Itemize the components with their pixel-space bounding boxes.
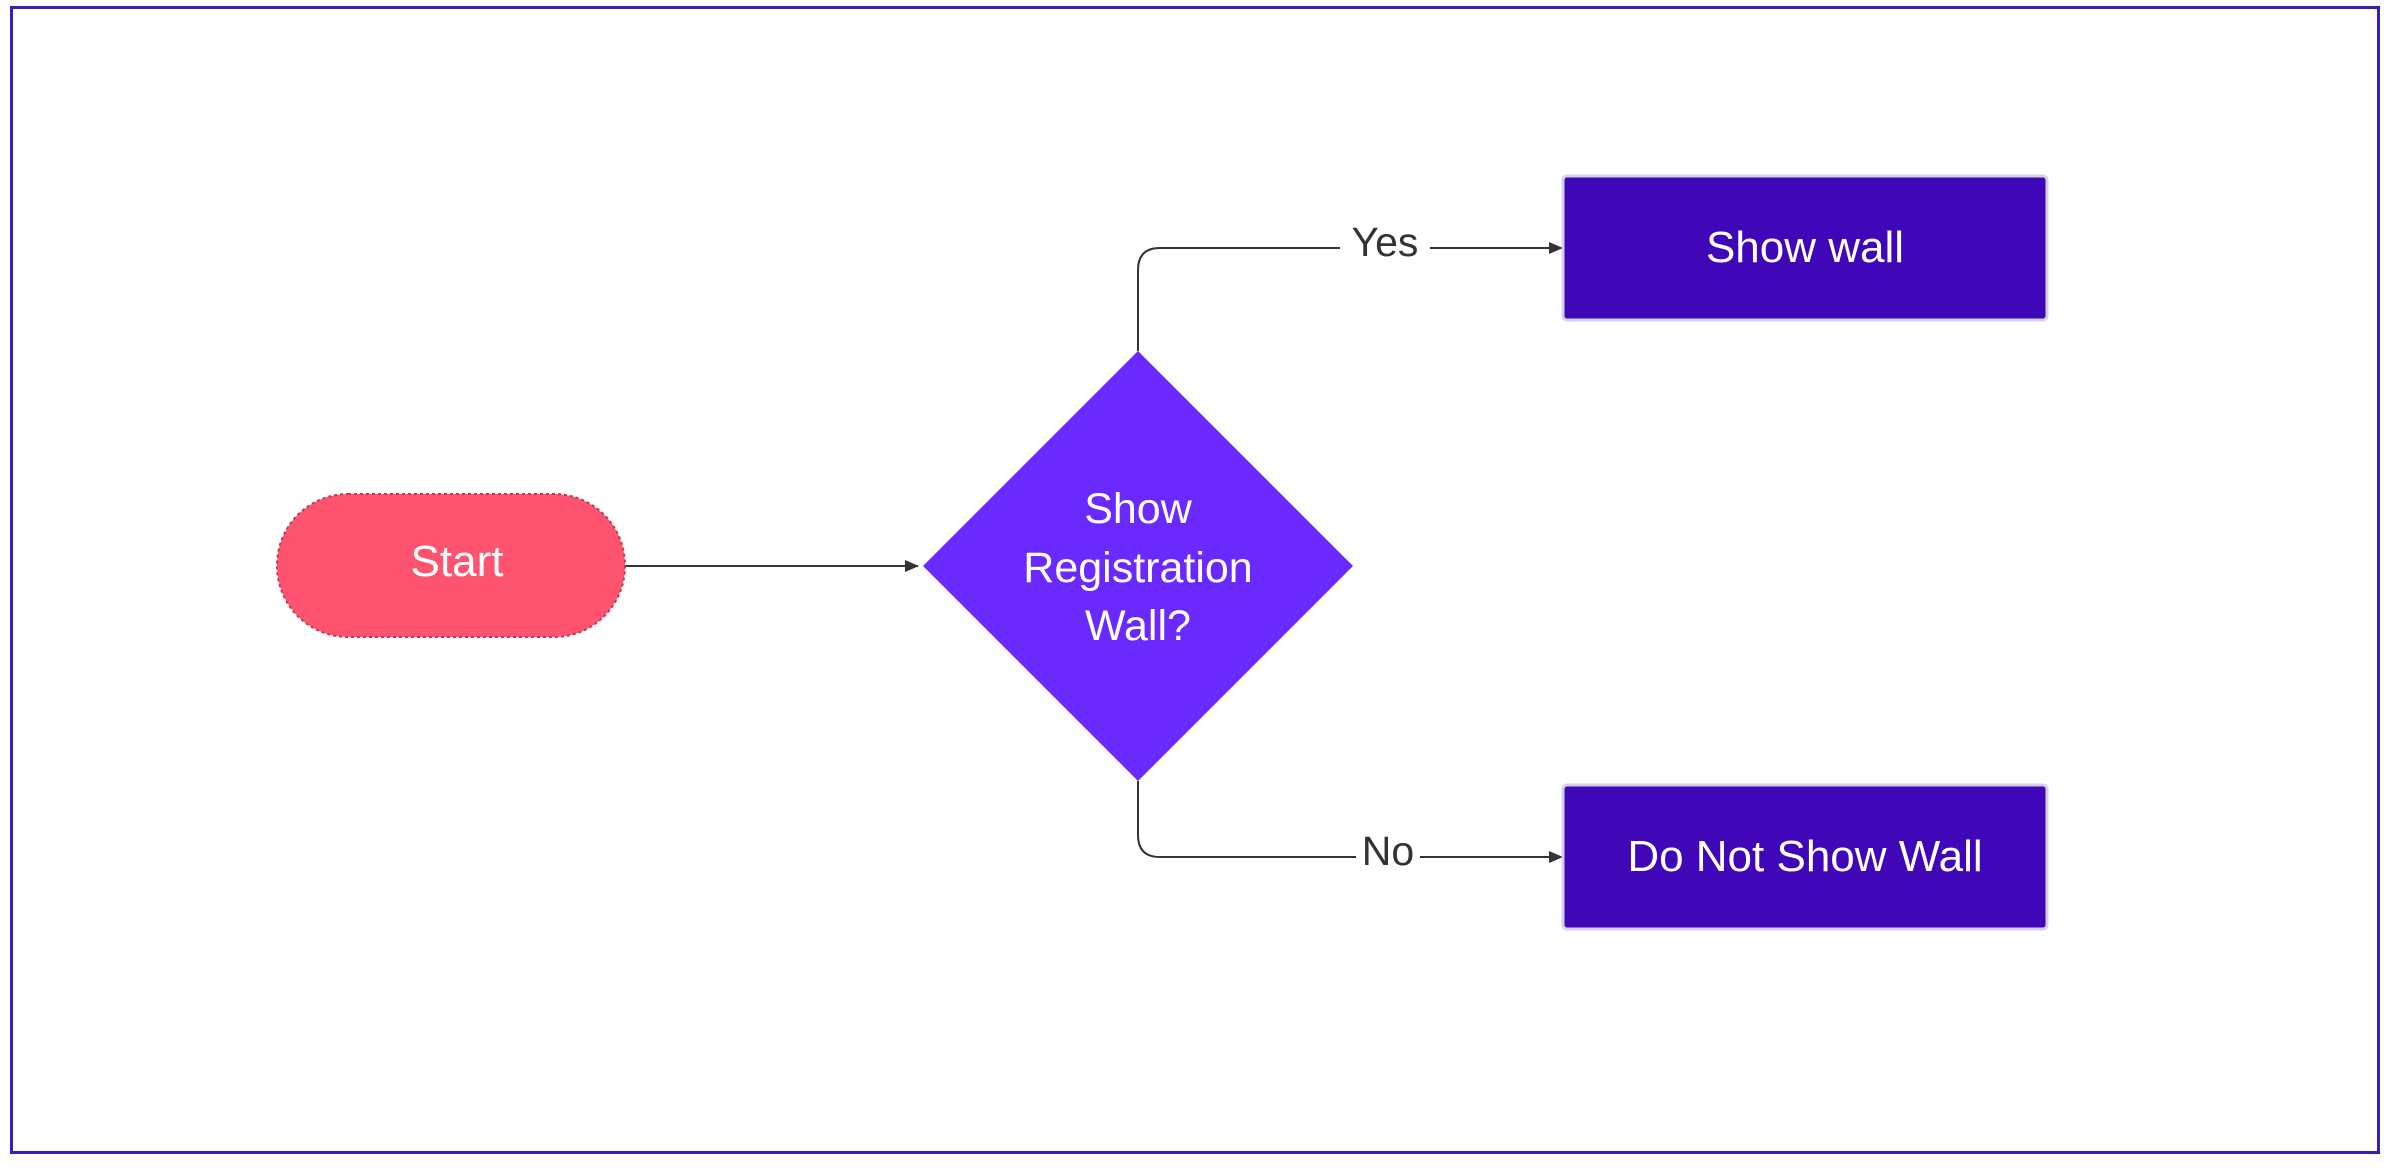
node-show-wall-label: Show wall (1706, 223, 1904, 272)
edge-yes (1137, 242, 1563, 351)
diagram-frame (10, 6, 2380, 1154)
node-decision (923, 351, 1353, 781)
node-show-wall (1561, 174, 2049, 322)
edge-no (1137, 781, 1563, 863)
edge-label-yes-bg (1340, 218, 1430, 268)
node-start-label: Start (411, 537, 504, 586)
node-decision-line-3: Wall? (1085, 602, 1191, 650)
node-start (276, 493, 626, 638)
edge-label-no: No (1362, 828, 1414, 874)
node-decision-line-1: Show (1084, 485, 1193, 533)
edge-label-no-bg (1356, 828, 1420, 878)
node-decision-line-2: Registration (1023, 544, 1252, 592)
edge-label-yes: Yes (1352, 219, 1419, 265)
node-no-wall-label: Do Not Show Wall (1627, 832, 1982, 881)
node-no-wall (1561, 783, 2049, 931)
